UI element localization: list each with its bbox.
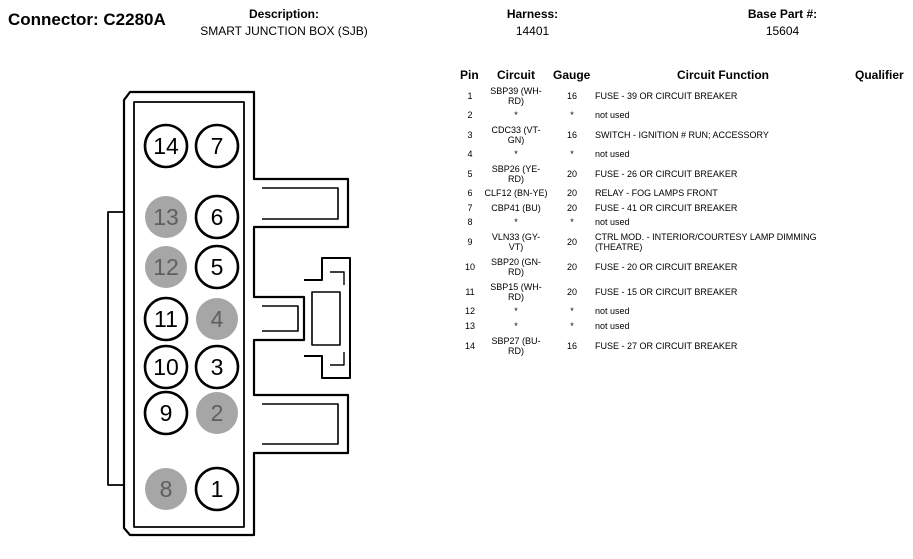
pin-number-1: 1: [211, 476, 224, 502]
pin-number-11: 11: [154, 306, 178, 332]
function-cell: FUSE - 41 OR CIRCUIT BREAKER: [595, 203, 738, 213]
pin-number-5: 5: [211, 254, 224, 280]
harness-value: 14401: [515, 24, 550, 38]
circuit-cell: VLN33 (GY-VT): [491, 232, 541, 252]
connector-title: Connector: C2280A: [8, 10, 166, 29]
pin-cavities: 14 7 13 6 12 5 11 4 10 3 9 2 8 1: [143, 123, 240, 512]
pin-cavity-3: [194, 344, 240, 390]
pin-cavity-1: [194, 466, 240, 512]
pin-number-13: 13: [153, 204, 179, 230]
pin-cell: 6: [467, 188, 473, 198]
pin-number-9: 9: [160, 400, 173, 426]
pin-number-8: 8: [160, 476, 173, 502]
gauge-cell: 16: [566, 91, 577, 101]
circuit-cell: CBP41 (BU): [491, 203, 541, 213]
description-value: SMART JUNCTION BOX (SJB): [200, 24, 368, 38]
pin-number-7: 7: [211, 133, 224, 159]
base-part-value: 15604: [765, 24, 800, 38]
pin-number-14: 14: [153, 133, 179, 159]
pin-cavity-5: [194, 244, 240, 290]
pin-cavity-11: [143, 296, 189, 342]
circuit-cell: SBP15 (WH-RD): [490, 282, 542, 302]
gauge-cell: 20: [566, 287, 577, 297]
function-cell: RELAY - FOG LAMPS FRONT: [595, 188, 718, 198]
gauge-cell: *: [570, 306, 574, 316]
pin-number-4: 4: [211, 306, 224, 332]
harness-label: Harness:: [506, 7, 559, 21]
base-part-label: Base Part #:: [747, 7, 818, 21]
gauge-cell: *: [570, 217, 574, 227]
circuit-cell: *: [514, 110, 518, 120]
pin-number-3: 3: [211, 354, 224, 380]
gauge-cell: 20: [566, 237, 577, 247]
gauge-cell: 20: [566, 169, 577, 179]
pin-cell: 14: [464, 341, 475, 351]
function-cell: not used: [595, 321, 630, 331]
function-cell: FUSE - 26 OR CIRCUIT BREAKER: [595, 169, 738, 179]
pin-cavity-10: [143, 344, 189, 390]
pin-cell: 12: [464, 306, 475, 316]
circuit-cell: *: [514, 217, 518, 227]
pin-cavity-12: [145, 246, 187, 288]
gauge-cell: *: [570, 110, 574, 120]
pin-cell: 3: [467, 130, 473, 140]
pin-cell: 10: [464, 262, 475, 272]
pin-cell: 4: [467, 149, 473, 159]
pin-cell: 1: [467, 91, 473, 101]
circuit-cell: *: [514, 149, 518, 159]
gauge-cell: *: [570, 149, 574, 159]
column-header-circuit: Circuit: [497, 68, 536, 82]
connector-housing: [107, 90, 351, 537]
function-cell: CTRL MOD. - INTERIOR/COURTESY LAMP DIMMI…: [595, 232, 817, 252]
gauge-cell: 20: [566, 262, 577, 272]
column-header-circuit-function: Circuit Function: [677, 68, 769, 82]
function-cell: not used: [595, 217, 630, 227]
pin-number-2: 2: [211, 400, 224, 426]
circuit-cell: SBP27 (BU-RD): [491, 336, 541, 356]
circuit-cell: *: [514, 306, 518, 316]
pin-cell: 13: [464, 321, 475, 331]
pin-cavity-4: [196, 298, 238, 340]
column-header-qualifier: Qualifier: [855, 68, 904, 82]
pin-cavity-13: [145, 196, 187, 238]
pin-number-12: 12: [153, 254, 179, 280]
gauge-cell: 20: [566, 203, 577, 213]
column-header-pin: Pin: [460, 68, 479, 82]
description-label: Description:: [248, 7, 319, 21]
function-cell: not used: [595, 110, 630, 120]
circuit-cell: SBP26 (YE-RD): [491, 164, 541, 184]
function-cell: not used: [595, 306, 630, 316]
pin-cavity-6: [194, 194, 240, 240]
circuit-cell: CLF12 (BN-YE): [484, 188, 548, 198]
gauge-cell: 16: [566, 341, 577, 351]
pin-cell: 9: [467, 237, 473, 247]
gauge-cell: *: [570, 321, 574, 331]
pin-number-6: 6: [211, 204, 224, 230]
circuit-cell: *: [514, 321, 518, 331]
connector-diagram: 14 7 13 6 12 5 11 4 10 3 9 2 8 1: [107, 90, 351, 537]
gauge-cell: 16: [566, 130, 577, 140]
pin-cavity-8: [145, 468, 187, 510]
pin-cavity-14: [143, 123, 189, 169]
function-cell: FUSE - 27 OR CIRCUIT BREAKER: [595, 341, 738, 351]
function-cell: not used: [595, 149, 630, 159]
pin-cell: 7: [467, 203, 473, 213]
column-header-gauge: Gauge: [553, 68, 591, 82]
function-cell: SWITCH - IGNITION # RUN; ACCESSORY: [595, 130, 769, 140]
pin-cell: 11: [465, 287, 475, 297]
circuit-cell: SBP39 (WH-RD): [490, 86, 542, 106]
function-cell: FUSE - 20 OR CIRCUIT BREAKER: [595, 262, 738, 272]
circuit-cell: CDC33 (VT-GN): [491, 125, 541, 145]
pin-cavity-7: [194, 123, 240, 169]
function-cell: FUSE - 39 OR CIRCUIT BREAKER: [595, 91, 738, 101]
function-cell: FUSE - 15 OR CIRCUIT BREAKER: [595, 287, 738, 297]
pin-cell: 2: [467, 110, 473, 120]
pin-cell: 8: [467, 217, 473, 227]
pin-cell: 5: [467, 169, 473, 179]
pin-cavity-2: [196, 392, 238, 434]
gauge-cell: 20: [566, 188, 577, 198]
circuit-cell: SBP20 (GN-RD): [490, 257, 541, 277]
pin-number-10: 10: [153, 354, 179, 380]
pin-cavity-9: [143, 390, 189, 436]
